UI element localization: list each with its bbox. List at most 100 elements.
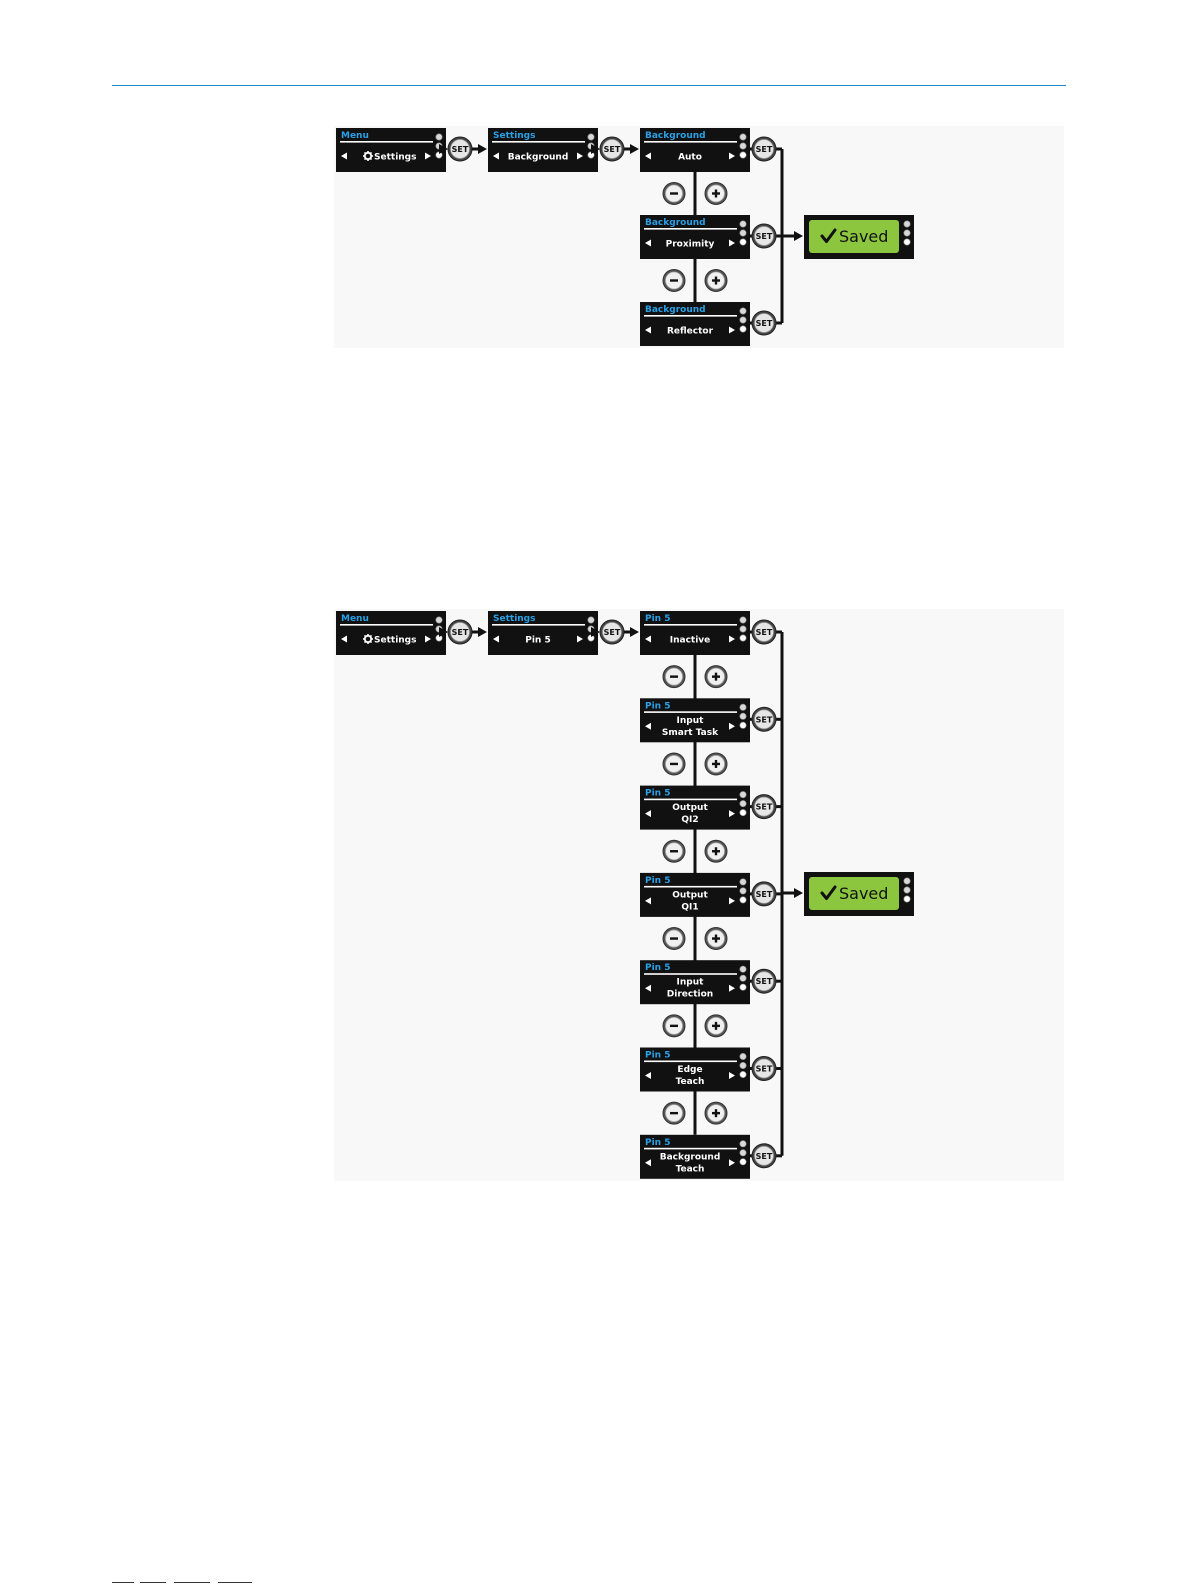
plus-icon [712, 847, 720, 856]
status-dot [435, 616, 443, 624]
status-dot [739, 325, 747, 333]
minus-icon [670, 1111, 678, 1115]
status-dot [739, 1149, 747, 1157]
gear-icon [363, 634, 373, 644]
status-dot [739, 220, 747, 228]
screen-background [640, 1134, 750, 1179]
right-arrow-icon [425, 152, 431, 160]
screen-background [640, 611, 750, 655]
status-dot [435, 133, 443, 141]
screen-value: Auto [678, 153, 702, 163]
plus-button [704, 927, 728, 951]
set-button: SET [751, 881, 777, 907]
screen-background [640, 215, 750, 259]
status-dot [587, 616, 595, 624]
left-arrow-icon [341, 635, 347, 643]
screen-value: Settings [374, 636, 416, 646]
set-button: SET [751, 1143, 777, 1169]
plus-button [704, 1101, 728, 1125]
screen-background [336, 128, 446, 172]
status-dot [739, 133, 747, 141]
set-button-face [754, 313, 774, 333]
status-dot [739, 983, 747, 991]
set-button-label: SET [756, 1065, 773, 1074]
set-button-label: SET [756, 1152, 773, 1161]
saved-badge [809, 220, 899, 253]
status-dot [739, 712, 747, 720]
screen-background [640, 785, 750, 830]
minus-icon [670, 279, 678, 282]
screen-title: Pin 5 [645, 963, 670, 973]
screen-value-line2: Smart Task [662, 728, 719, 738]
screen-divider [644, 973, 737, 975]
right-arrow-icon [425, 635, 431, 643]
status-dot [739, 238, 747, 246]
screen-title: Pin 5 [645, 614, 670, 624]
right-arrow-icon [577, 152, 583, 160]
status-indicators-icon [739, 133, 747, 159]
minus-button [662, 182, 686, 205]
plus-icon [712, 672, 720, 681]
set-button-label: SET [756, 319, 773, 328]
screen-divider [492, 624, 585, 626]
set-button-face [754, 622, 774, 642]
flow-arrow [591, 627, 600, 637]
status-dot [739, 307, 747, 315]
screen-divider [644, 885, 737, 888]
screen-divider [644, 711, 737, 713]
right-arrow-icon [729, 722, 735, 730]
right-arrow-icon [729, 810, 735, 818]
left-arrow-icon [341, 152, 347, 160]
set-button-face [450, 139, 470, 159]
saved-label: Saved [839, 884, 888, 903]
screen-title: Pin 5 [645, 876, 670, 886]
screen-divider [340, 624, 433, 626]
status-dot [739, 974, 747, 982]
screen-title: Pin 5 [645, 1138, 670, 1148]
arrow-head [478, 627, 487, 637]
minus-button [662, 269, 686, 292]
screen-background [640, 872, 750, 917]
status-dot [587, 133, 595, 141]
screen-value: Pin 5 [525, 636, 550, 646]
right-arrow-icon [729, 897, 735, 905]
left-arrow-icon [645, 984, 651, 992]
status-dot [739, 1140, 747, 1148]
header-rule [112, 85, 1066, 86]
status-dot [903, 895, 911, 903]
gear-tooth [369, 634, 373, 638]
screen-background [640, 1047, 750, 1092]
set-button-label: SET [604, 145, 621, 154]
gear-icon [363, 151, 373, 161]
set-button: SET [751, 619, 777, 645]
minus-icon [670, 1024, 678, 1028]
screen-value-line2: Direction [667, 990, 713, 1000]
flow-arrow [624, 144, 639, 154]
flow-arrow [782, 231, 803, 241]
set-button-face [602, 622, 622, 642]
saved-badge [809, 877, 899, 910]
status-dot [739, 1070, 747, 1078]
set-button-face [754, 1145, 774, 1166]
screen-title: Background [645, 131, 706, 141]
left-arrow-icon [645, 1159, 651, 1167]
screen-background [336, 611, 446, 655]
screen-divider [644, 1147, 737, 1150]
status-dot [739, 809, 747, 817]
set-button-label: SET [452, 628, 469, 637]
set-button-face [754, 884, 774, 904]
footer-marks [0, 1579, 1192, 1585]
plus-bar [714, 276, 718, 285]
set-button-face [754, 971, 774, 992]
set-button-face [754, 796, 774, 817]
status-dot [739, 721, 747, 729]
set-button: SET [751, 223, 777, 249]
left-arrow-icon [645, 1072, 651, 1079]
plus-bar [714, 934, 718, 943]
plus-bar [714, 847, 718, 856]
left-arrow-icon [645, 722, 651, 730]
flow-arrow [472, 144, 487, 154]
